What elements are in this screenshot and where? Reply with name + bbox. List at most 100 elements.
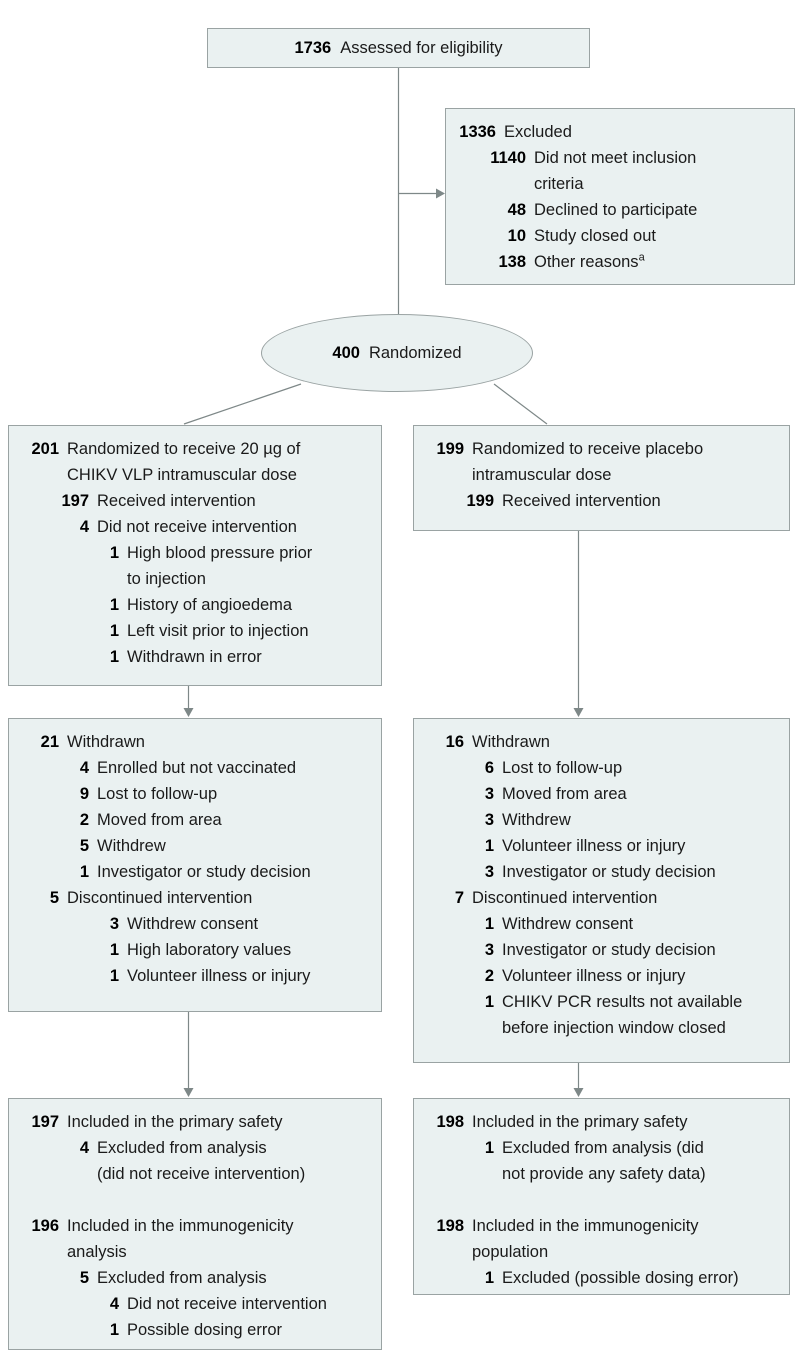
line-label: Withdrawn in error xyxy=(127,648,262,666)
count-value: 16 xyxy=(445,733,464,751)
arrowhead-placebo-analysis xyxy=(573,1088,584,1097)
count-value: 7 xyxy=(454,889,464,907)
count-value: 4 xyxy=(79,1139,89,1157)
count-value: 3 xyxy=(484,863,494,881)
count-value: 199 xyxy=(436,440,464,458)
line-label: Excluded xyxy=(504,123,572,141)
line-label: Lost to follow-up xyxy=(97,785,218,803)
eligibility-box: 1736 Assessed for eligibility xyxy=(207,28,590,68)
count-value: 1 xyxy=(109,967,119,985)
count-value: 1736 xyxy=(294,39,332,57)
count-value: 6 xyxy=(484,759,494,777)
count-value: 9 xyxy=(79,785,89,803)
count-value: 1 xyxy=(109,941,119,959)
count-value: 2 xyxy=(79,811,89,829)
line-label: Investigator or study decision xyxy=(97,863,311,881)
arrowhead-vaccine-withdrawn xyxy=(183,708,194,717)
flow-line: 1 Left visit prior to injection xyxy=(19,618,371,644)
count-value: 1 xyxy=(109,622,119,640)
line-label: Included in the primary safety xyxy=(472,1113,688,1131)
line-label: Excluded from analysis (did not provide … xyxy=(502,1139,706,1183)
placebo-analysis-box: 198 Included in the primary safety 1 Exclud… xyxy=(413,1098,790,1295)
flow-line: 1 CHIKV PCR results not available before … xyxy=(424,989,779,1041)
line-label: Included in the immunogenicity populatio… xyxy=(472,1217,699,1261)
flow-line: 7 Discontinued intervention xyxy=(424,885,779,911)
connector-randomized-to-vaccine-arm xyxy=(183,383,302,425)
arrowhead-placebo-withdrawn xyxy=(573,708,584,717)
line-label: Volunteer illness or injury xyxy=(502,837,686,855)
flow-line: 1 Possible dosing error xyxy=(19,1317,371,1343)
line-label: Discontinued intervention xyxy=(67,889,253,907)
line-label: Withdrawn xyxy=(472,733,550,751)
count-value: 4 xyxy=(79,518,89,536)
count-value: 4 xyxy=(79,759,89,777)
flow-line: 198 Included in the primary safety xyxy=(424,1109,779,1135)
count-value: 10 xyxy=(507,227,526,245)
count-value: 21 xyxy=(40,733,59,751)
count-value: 1 xyxy=(109,596,119,614)
line-label: Received intervention xyxy=(502,492,661,510)
count-value: 199 xyxy=(466,492,494,510)
line-label: Included in the primary safety xyxy=(67,1113,283,1131)
count-value: 2 xyxy=(484,967,494,985)
flow-line: 1 Withdrawn in error xyxy=(19,644,371,670)
count-value: 1140 xyxy=(490,149,526,167)
flow-line: 6 Lost to follow-up xyxy=(424,755,779,781)
count-value: 3 xyxy=(109,915,119,933)
count-value: 1 xyxy=(484,837,494,855)
line-label: Discontinued intervention xyxy=(472,889,658,907)
line-label: Excluded from analysis (did not receive … xyxy=(97,1139,306,1183)
line-label: Assessed for eligibility xyxy=(340,39,503,57)
arrowhead-vaccine-analysis xyxy=(183,1088,194,1097)
line-label: Randomized to receive 20 µg of CHIKV VLP… xyxy=(67,440,301,484)
flow-line: 3 Investigator or study decision xyxy=(424,859,779,885)
flow-line: 1 Excluded from analysis (did not provide… xyxy=(424,1135,779,1187)
count-value: 1 xyxy=(484,993,494,1011)
line-label: Did not receive intervention xyxy=(97,518,297,536)
flow-line: 199 Randomized to receive placebo intramu… xyxy=(424,436,779,488)
line-label: Left visit prior to injection xyxy=(127,622,309,640)
line-label: Study closed out xyxy=(534,227,656,245)
connector-randomized-to-placebo-arm xyxy=(493,383,548,425)
line-label: CHIKV PCR results not available before i… xyxy=(502,993,743,1037)
count-value: 1 xyxy=(109,648,119,666)
line-label: Investigator or study decision xyxy=(502,863,716,881)
line-label: Moved from area xyxy=(502,785,627,803)
line-label: Included in the immunogenicity analysis xyxy=(67,1217,294,1261)
count-value: 5 xyxy=(79,837,89,855)
arrowhead-to-excluded xyxy=(436,188,445,199)
count-value: 196 xyxy=(31,1217,59,1235)
count-value: 1 xyxy=(109,1321,119,1339)
line-label: Randomized to receive placebo intramuscu… xyxy=(472,440,704,484)
flow-line: 10 Study closed out xyxy=(456,223,784,249)
line-label: Withdrew xyxy=(97,837,166,855)
line-label: Possible dosing error xyxy=(127,1321,282,1339)
count-value: 198 xyxy=(436,1113,464,1131)
line-label: Other reasonsa xyxy=(534,251,645,271)
count-value: 1 xyxy=(484,1139,494,1157)
line-label: Excluded from analysis xyxy=(97,1269,267,1287)
count-value: 5 xyxy=(79,1269,89,1287)
count-value: 400 xyxy=(332,344,360,362)
count-value: 197 xyxy=(31,1113,59,1131)
line-label: Withdrawn xyxy=(67,733,145,751)
line-label: Lost to follow-up xyxy=(502,759,623,777)
